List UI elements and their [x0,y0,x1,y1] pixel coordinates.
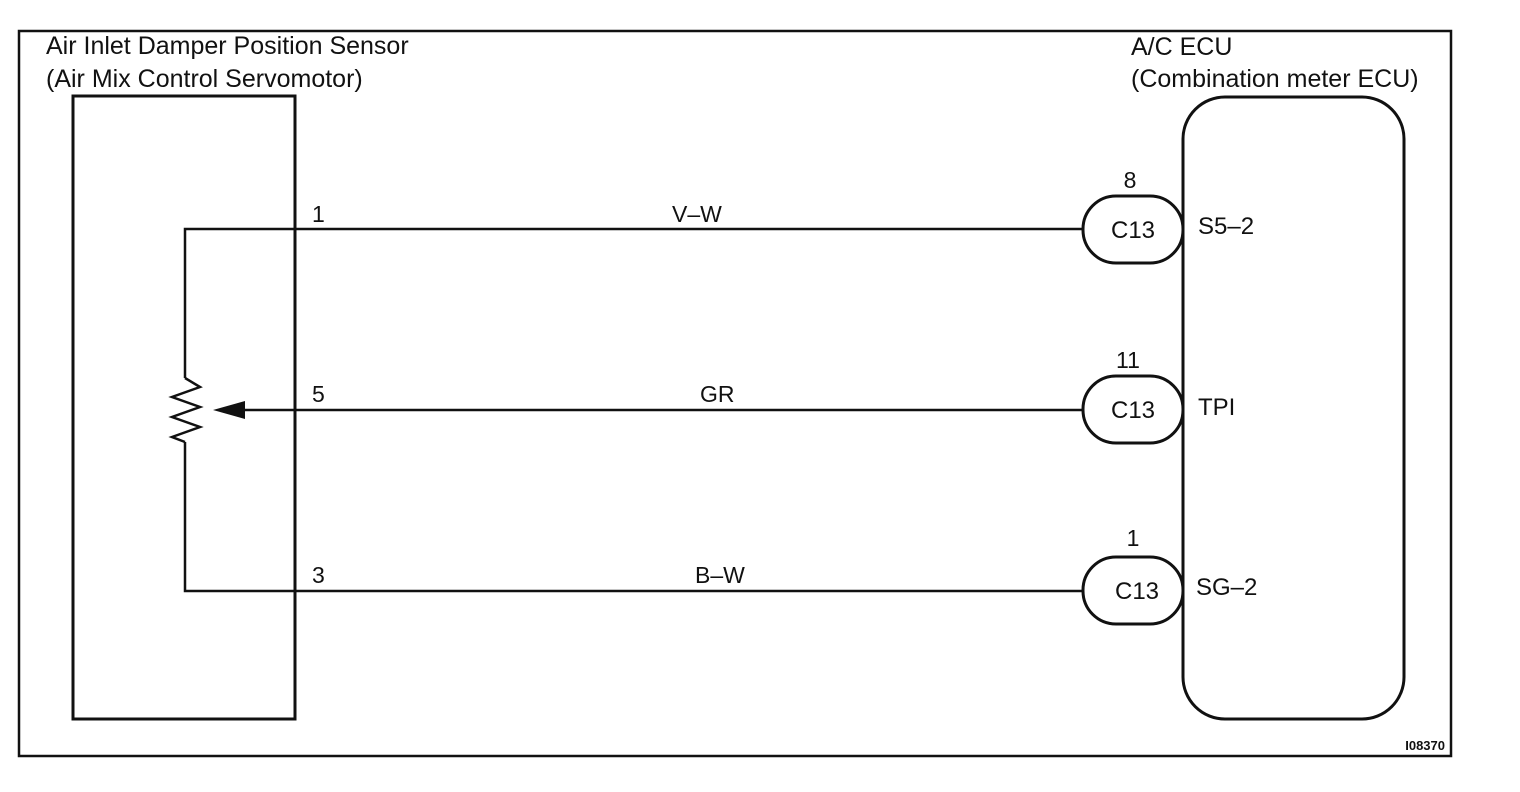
sensor-title-line2: (Air Mix Control Servomotor) [46,65,363,93]
wire-color-label: B–W [695,562,745,588]
connector-shape [1081,194,1185,265]
resistor-zigzag-icon [168,376,204,444]
wire-color-label: GR [700,381,735,407]
sensor-box [71,94,297,721]
sensor-title-line1: Air Inlet Damper Position Sensor [46,32,409,60]
ecu-terminal-label: SG–2 [1196,574,1257,601]
wire-color-label: V–W [672,201,722,227]
connector-label: C13 [1111,217,1155,244]
diagram-frame [17,29,1453,758]
ecu-title-line1: A/C ECU [1131,33,1232,61]
ecu-terminal-label: S5–2 [1198,213,1254,240]
ecu-title-line2: (Combination meter ECU) [1131,65,1419,93]
connector-shape [1081,374,1185,445]
wire-gr: 5 GR C13 11 TPI [295,347,1235,445]
sensor-pin-label: 1 [312,201,325,227]
figure-code: I08370 [1405,738,1445,753]
ecu-terminal-label: TPI [1198,394,1235,421]
sensor-pin-label: 3 [312,562,325,588]
connector-label: C13 [1115,578,1159,605]
connector-label: C13 [1111,397,1155,424]
potentiometer [168,227,295,593]
wire-b-w: 3 B–W C13 1 SG–2 [295,525,1257,626]
ecu-pin-label: 11 [1116,347,1140,373]
potentiometer-bottom-lead [183,442,295,593]
ecu-pin-label: 8 [1124,167,1137,193]
wiper-arrow-icon [213,401,245,419]
sensor-pin-label: 5 [312,381,325,407]
potentiometer-top-lead [183,227,295,378]
wire-v-w: 1 V–W C13 8 S5–2 [295,167,1254,265]
connector-shape [1081,555,1185,626]
ecu-pin-label: 1 [1127,525,1140,551]
